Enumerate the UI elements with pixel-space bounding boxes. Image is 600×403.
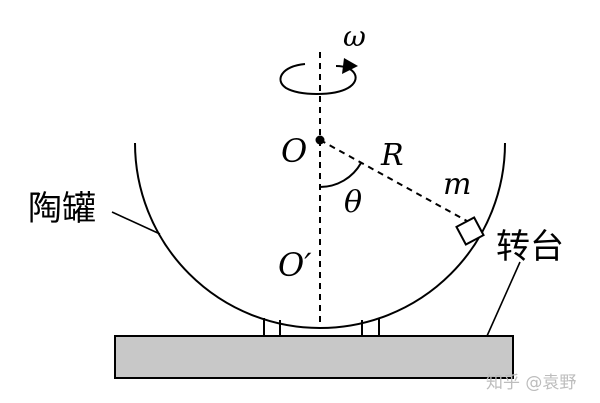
- bottom-point-label: O′: [278, 246, 312, 284]
- radius-line: [319, 139, 468, 222]
- jar-leader-line: [111, 211, 161, 235]
- mass-label: m: [443, 167, 471, 202]
- rotation-arrowhead: [342, 58, 358, 74]
- angle-label: θ: [344, 185, 362, 220]
- radius-label: R: [380, 138, 404, 173]
- turntable-label: 转台: [496, 227, 564, 267]
- turntable-leader-line: [486, 261, 521, 337]
- center-label: O: [281, 132, 307, 170]
- rotation-arrow: [279, 63, 357, 95]
- omega-label: ω: [343, 20, 366, 53]
- jar-label: 陶罐: [28, 189, 96, 229]
- mass-block: [455, 216, 485, 246]
- turntable: [114, 335, 514, 379]
- watermark-text: 知乎 @袁野: [486, 373, 576, 393]
- jar-outline: [134, 142, 506, 329]
- angle-arc: [319, 162, 362, 188]
